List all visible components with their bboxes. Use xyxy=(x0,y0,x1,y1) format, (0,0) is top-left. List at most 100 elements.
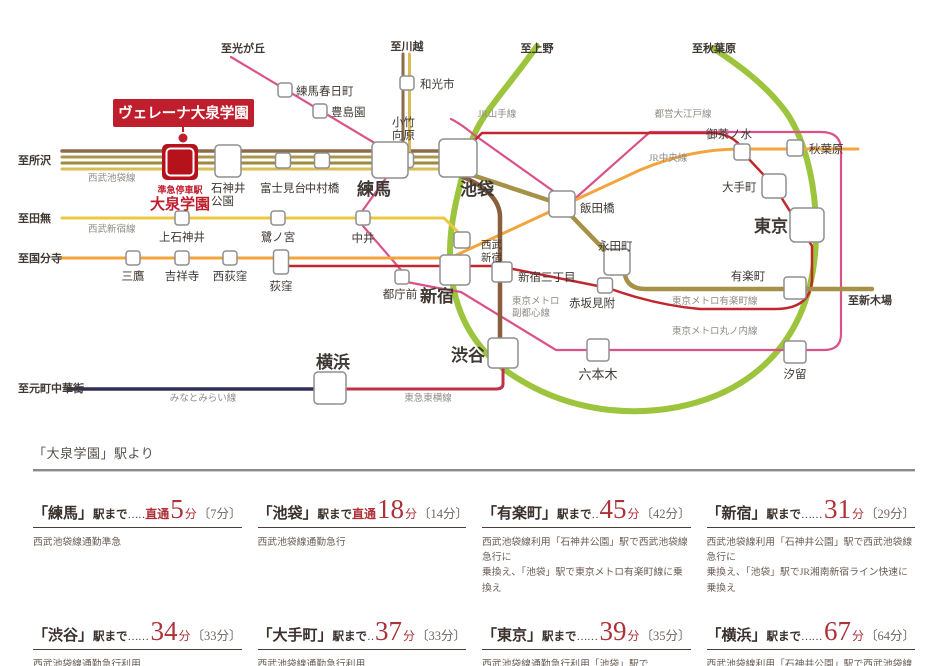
dir-tokorozawa: 至所沢 xyxy=(18,153,52,167)
dir-shinkiba: 至新木場 xyxy=(848,293,892,307)
access-header: 「大泉学園」駅より xyxy=(33,446,155,461)
dest-suffix: 駅まで xyxy=(93,630,128,643)
station-nagatacho xyxy=(603,248,631,276)
offpeak-minutes: 〔35分〕 xyxy=(640,628,691,643)
dest-suffix: 駅まで xyxy=(766,630,802,643)
label-kotake-mukaihara-1: 小竹 xyxy=(392,115,415,129)
offpeak-minutes: 〔14分〕 xyxy=(418,507,469,521)
station-yokohama xyxy=(313,371,347,405)
property-callout-dot xyxy=(178,133,188,143)
label-nakai: 中井 xyxy=(352,231,375,245)
dest-suffix: 駅まで xyxy=(542,630,577,643)
label-yokohama: 横浜 xyxy=(316,352,350,372)
label-shakujii-koen-2: 公園 xyxy=(211,195,234,208)
dest-station: 「練馬」 xyxy=(33,506,94,522)
dest-station: 「新宿」 xyxy=(706,506,767,522)
station-fujimidai xyxy=(274,152,292,169)
dir-ueno: 至上野 xyxy=(521,41,554,55)
label-shakujii-koen-1: 石神井 xyxy=(211,181,246,195)
label-seibu-shinjuku-2: 新宿 xyxy=(481,251,502,264)
route-description: 西武池袋線通勤急行 xyxy=(257,537,346,548)
station-nerima-kasugacho xyxy=(277,82,293,98)
label-toei-oedo-line: 都営大江戸線 xyxy=(654,108,712,120)
station-oizumi-gakuen-inner xyxy=(165,147,195,177)
dest-suffix: 駅まで xyxy=(557,509,592,521)
header-rule xyxy=(33,469,915,472)
label-roppongi: 六本木 xyxy=(578,367,617,382)
label-ikebukuro: 池袋 xyxy=(460,179,495,199)
label-nakamurabashi: 中村橋 xyxy=(305,181,340,195)
label-tokyo: 東京 xyxy=(754,216,788,236)
dest-station: 「大手町」 xyxy=(257,627,333,644)
minutes-unit: 分 xyxy=(627,628,640,643)
label-tochomae: 都庁前 xyxy=(383,287,418,301)
property-label: ヴェレーナ大泉学園 xyxy=(118,104,249,122)
dir-kawagoe: 至川越 xyxy=(391,39,425,53)
route-description: 西武池袋線通勤準急 xyxy=(33,537,122,548)
minutes-unit: 分 xyxy=(627,507,640,521)
access-title: 「横浜」駅まで……………67分〔64分〕 xyxy=(706,617,915,650)
label-ochanomizu: 御茶ノ水 xyxy=(706,127,752,141)
access-title: 「渋谷」駅まで……………34分〔33分〕 xyxy=(33,617,242,650)
label-nagatacho: 永田町 xyxy=(598,239,633,253)
dest-station: 「渋谷」 xyxy=(33,627,94,644)
travel-minutes: 31 xyxy=(823,494,851,524)
label-nishiogikubo: 西荻窪 xyxy=(213,269,248,283)
station-yurakucho xyxy=(783,276,807,300)
label-marunouchi-line: 東京メトロ丸ノ内線 xyxy=(672,325,758,337)
dotted-leader: ………… xyxy=(801,509,823,521)
label-akihabara: 秋葉原 xyxy=(809,142,844,156)
route-description: 西武池袋線通勤急行利用 「池袋」駅でJR湘南新宿ラインに乗換え xyxy=(33,658,141,666)
travel-minutes: 37 xyxy=(374,615,402,646)
label-yurakucho-line: 東京メトロ有楽町線 xyxy=(672,295,758,307)
label-kamishakujii: 上石神井 xyxy=(159,230,205,244)
access-cell-shibuya: 「渋谷」駅まで……………34分〔33分〕 西武池袋線通勤急行利用 「池袋」駅でJ… xyxy=(33,617,242,666)
label-ogikubo: 荻窪 xyxy=(270,279,293,293)
dest-suffix: 駅まで xyxy=(93,509,128,521)
minutes-unit: 分 xyxy=(851,507,864,521)
station-saginomiya xyxy=(270,210,286,226)
label-saginomiya: 鷺ノ宮 xyxy=(261,230,296,244)
station-akasaka-mitsuke xyxy=(596,277,614,294)
minutes-unit: 分 xyxy=(402,628,415,643)
offpeak-minutes: 〔42分〕 xyxy=(640,507,691,521)
label-shibuya: 渋谷 xyxy=(451,345,486,365)
label-seibu-shinjuku-line: 西武新宿線 xyxy=(88,223,136,235)
dest-station: 「池袋」 xyxy=(257,506,318,522)
label-fukutoshin-line-1: 東京メトロ xyxy=(512,295,560,307)
station-tokyo xyxy=(789,207,825,243)
access-title: 「有楽町」駅まで………45分〔42分〕 xyxy=(482,496,691,528)
station-nerima xyxy=(371,141,409,179)
route-description: 西武池袋線通勤急行利用 「池袋」駅で東京メトロ丸ノ内線に乗換え xyxy=(257,658,366,666)
access-title: 「大手町」駅まで………37分〔33分〕 xyxy=(257,615,466,650)
home-station-label: 大泉学園 xyxy=(150,195,210,213)
station-wakoshi xyxy=(399,75,415,91)
label-kotake-mukaihara-2: 向原 xyxy=(392,128,415,142)
access-cell-yurakucho: 「有楽町」駅まで………45分〔42分〕 西武池袋線利用「石神井公園」駅で西武池袋… xyxy=(482,496,691,596)
travel-minutes: 45 xyxy=(599,494,627,524)
fukutoshin-line xyxy=(458,173,503,355)
dir-akihabara: 至秋葉原 xyxy=(692,41,736,55)
label-tokyu-toyoko-line: 東急東横線 xyxy=(404,392,452,404)
offpeak-minutes: 〔7分〕 xyxy=(197,507,242,521)
station-ikebukuro xyxy=(438,138,478,178)
station-mitaka xyxy=(125,250,141,266)
label-wakoshi: 和光市 xyxy=(420,77,455,91)
dotted-leader: …………… xyxy=(127,630,150,643)
travel-minutes: 39 xyxy=(599,615,627,646)
minutes-unit: 分 xyxy=(405,507,418,521)
label-seibu-ikebukuro-line: 西武池袋線 xyxy=(88,172,136,184)
station-roppongi xyxy=(586,338,610,362)
station-seibu-shinjuku xyxy=(453,231,471,249)
station-ogikubo xyxy=(272,249,290,275)
dest-station: 「東京」 xyxy=(482,627,543,644)
label-mitaka: 三鷹 xyxy=(122,269,145,283)
station-oizumi-gakuen xyxy=(162,144,198,180)
station-shinjuku-sanchome xyxy=(491,261,513,283)
label-minatomirai-line: みなとみらい線 xyxy=(170,392,237,404)
dir-kokubunji: 至国分寺 xyxy=(18,251,62,265)
